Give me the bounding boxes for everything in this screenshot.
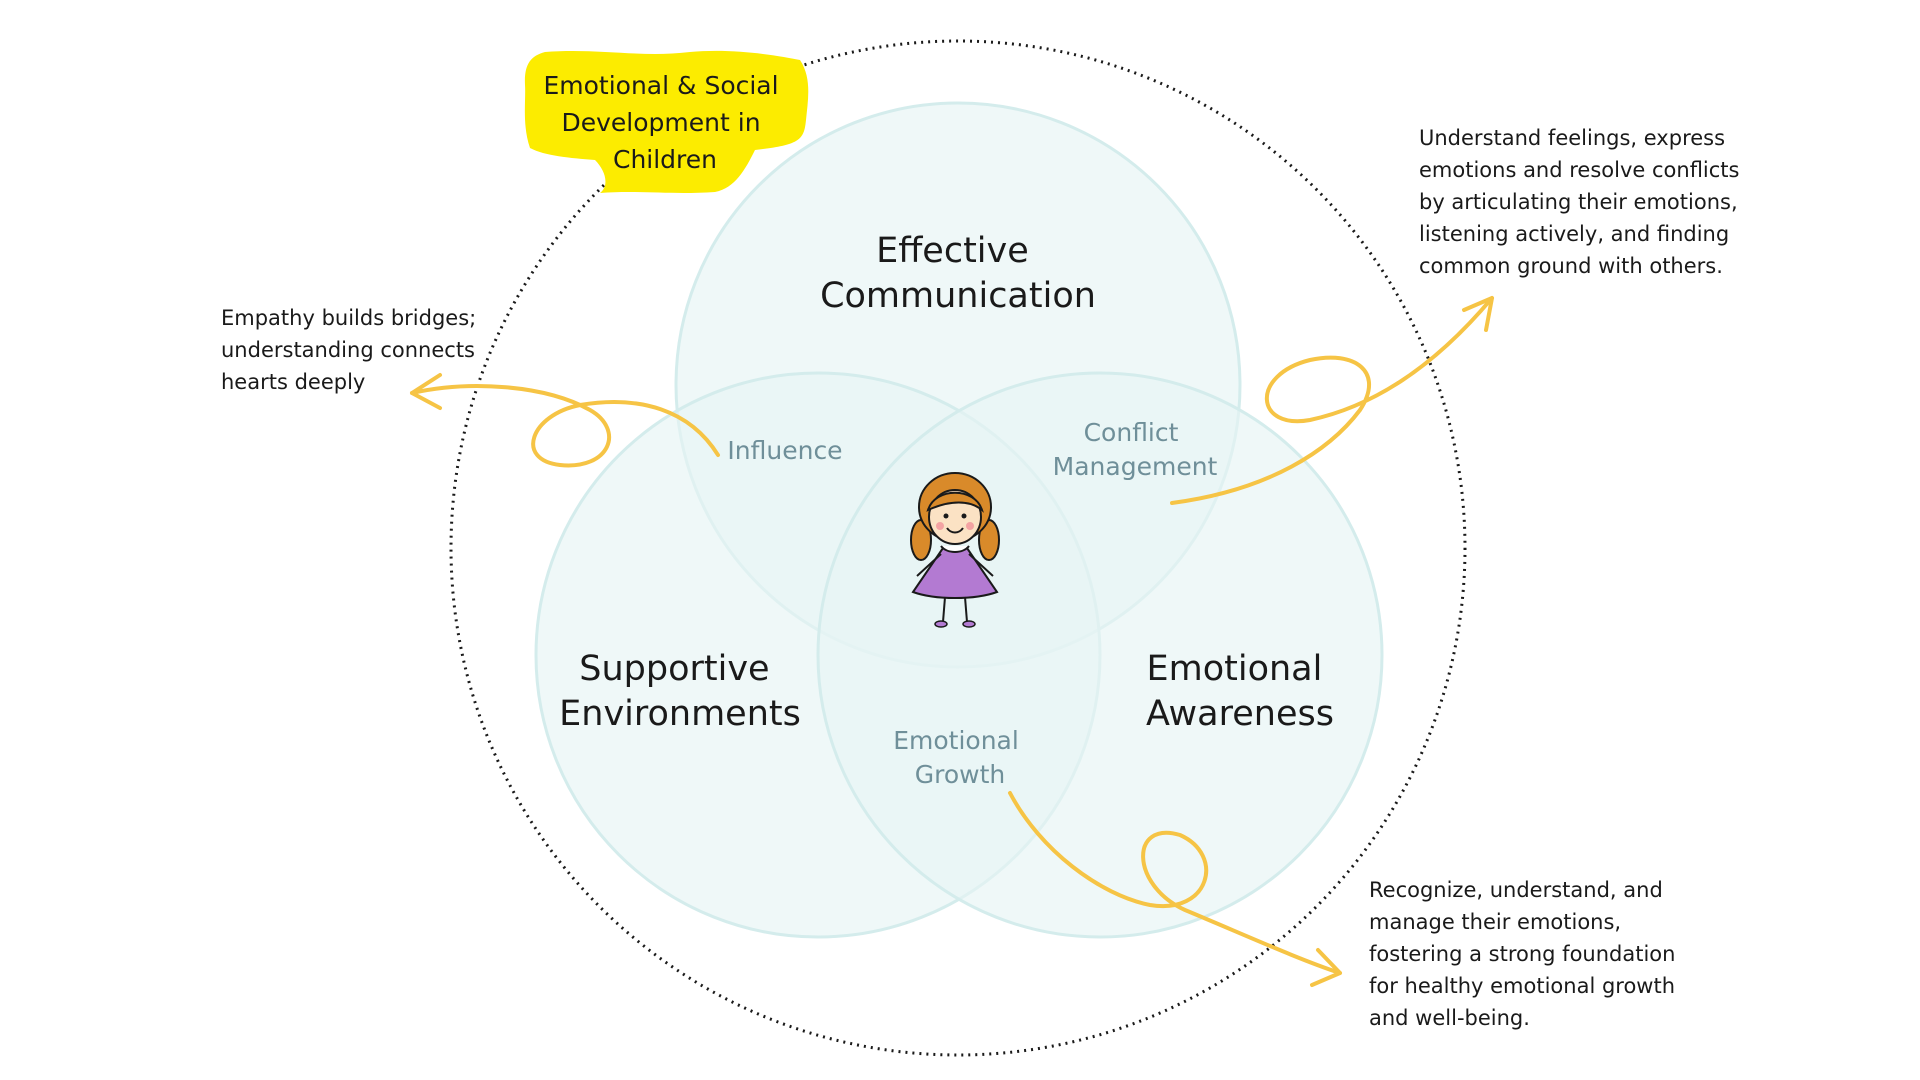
- label-effective-communication: Effective Communication: [820, 231, 1096, 316]
- curly-arrows: [410, 296, 1494, 987]
- label-emotional-awareness: Emotional Awareness: [1146, 649, 1334, 734]
- girl-icon: [910, 472, 1000, 628]
- note-empathy-line: understanding connects: [221, 338, 475, 362]
- arrow-empathy: [410, 384, 720, 468]
- label-influence: Influence: [727, 436, 842, 465]
- badge-title: Emotional & Social Development in Childr…: [543, 71, 786, 174]
- arrow-empathy-head: [410, 373, 442, 410]
- note-communication-line: listening actively, and finding: [1419, 222, 1730, 246]
- note-communication-line: emotions and resolve conflicts: [1419, 158, 1740, 182]
- note-empathy: Empathy builds bridges; understanding co…: [221, 302, 476, 398]
- arrow-communication: [1170, 296, 1494, 505]
- note-awareness-line: Recognize, understand, and: [1369, 878, 1663, 902]
- note-empathy-line: Empathy builds bridges;: [221, 306, 477, 330]
- note-awareness: Recognize, understand, and manage their …: [1369, 874, 1675, 1034]
- note-awareness-line: and well-being.: [1369, 1006, 1530, 1030]
- title-badge-shape: [524, 50, 809, 194]
- note-communication-line: by articulating their emotions,: [1419, 190, 1738, 214]
- note-awareness-line: manage their emotions,: [1369, 910, 1622, 934]
- note-awareness-line: fostering a strong foundation: [1369, 942, 1676, 966]
- title-badge: Emotional & Social Development in Childr…: [524, 50, 809, 194]
- note-communication-line: common ground with others.: [1419, 254, 1723, 278]
- label-emotional-growth: Emotional Growth: [893, 726, 1027, 789]
- outer-dotted-circle: [449, 39, 1467, 1057]
- note-communication-line: Understand feelings, express: [1419, 126, 1726, 150]
- note-communication: Understand feelings, express emotions an…: [1419, 122, 1739, 282]
- label-supportive-environments: Supportive Environments: [559, 649, 801, 734]
- arrow-awareness-head: [1310, 948, 1342, 987]
- label-conflict-management: Conflict Management: [1053, 418, 1218, 481]
- note-empathy-line: hearts deeply: [221, 370, 366, 394]
- note-awareness-line: for healthy emotional growth: [1369, 974, 1676, 998]
- arrow-communication-head: [1462, 296, 1494, 332]
- arrow-awareness: [1008, 791, 1342, 975]
